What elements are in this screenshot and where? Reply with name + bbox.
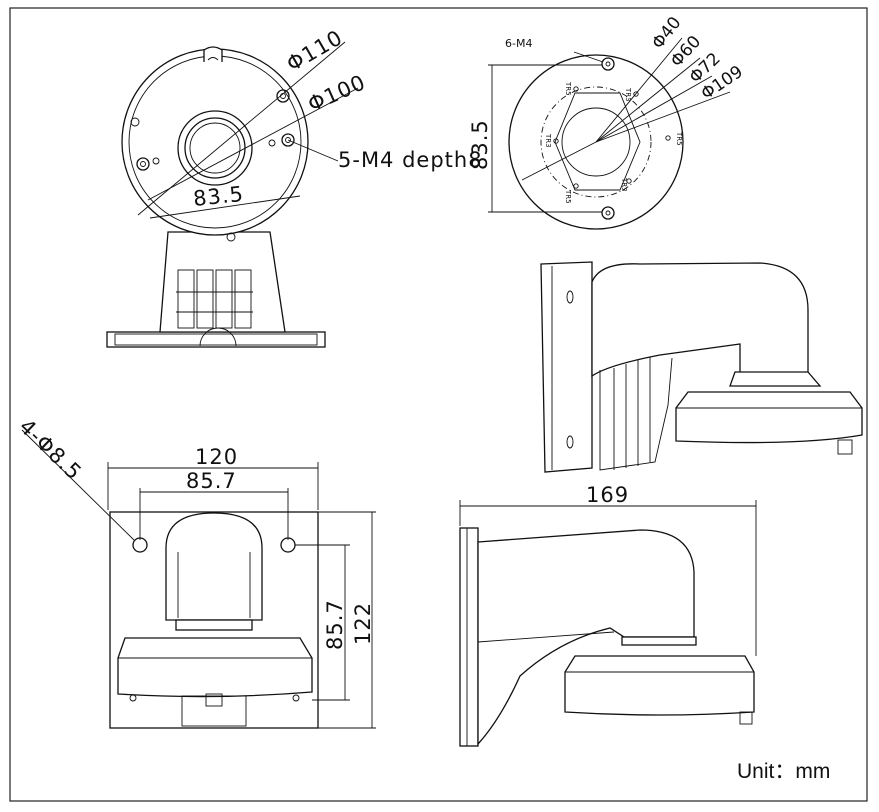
side-view: 169 — [459, 483, 757, 747]
perspective-view — [540, 261, 863, 473]
top-view: TR5 TR3 TR3 TR3 TR5 TR5 6-M4 Φ40 Φ60 Φ72… — [468, 13, 747, 230]
front-hole — [136, 157, 150, 171]
dim-4-d8-5: 4-Φ8.5 — [15, 414, 87, 485]
top-hole — [601, 57, 615, 71]
top-hole-label: TR5 — [564, 81, 572, 96]
top-hole-label: TR3 — [624, 87, 632, 102]
drawing-frame — [9, 7, 868, 802]
dim-back-85-7: 85.7 — [186, 469, 237, 493]
front-view: Φ110 Φ100 83.5 5-M4 depth8 — [106, 25, 483, 348]
dim-d100: Φ100 — [304, 70, 369, 117]
dim-side-169: 169 — [586, 483, 629, 507]
dim-5-m4-depth8: 5-M4 depth8 — [338, 148, 483, 172]
dim-back-122: 122 — [351, 602, 375, 645]
back-arm — [165, 512, 263, 621]
top-hole — [601, 206, 615, 220]
dim-top-83-5: 83.5 — [468, 119, 492, 170]
top-hole-label: TR5 — [564, 189, 572, 204]
top-hole-label: TR5 — [675, 131, 683, 146]
dim-d110: Φ110 — [283, 25, 348, 76]
unit-label: Unit：mm — [737, 760, 830, 783]
back-dome-mount — [117, 637, 313, 698]
top-hole-label: TR3 — [620, 177, 628, 192]
side-dome-mount — [564, 655, 755, 716]
top-outer-circle — [508, 54, 684, 230]
dim-front-83-5: 83.5 — [192, 182, 245, 211]
front-hole — [276, 89, 290, 103]
dim-back-120: 120 — [195, 445, 238, 469]
side-wall-plate — [459, 527, 479, 747]
front-hole — [281, 133, 295, 147]
persp-dome-mount — [675, 391, 863, 444]
back-view: 120 85.7 4-Φ8.5 85.7 122 — [15, 414, 376, 729]
dim-6-m4: 6-M4 — [505, 37, 532, 50]
front-pedestal — [159, 231, 286, 333]
dim-back-h-85-7: 85.7 — [323, 599, 347, 650]
front-center-boss — [177, 110, 253, 186]
side-arm — [477, 529, 695, 746]
top-hole-label: TR3 — [544, 133, 552, 148]
persp-wall-plate — [540, 261, 593, 473]
persp-arm — [591, 262, 809, 378]
